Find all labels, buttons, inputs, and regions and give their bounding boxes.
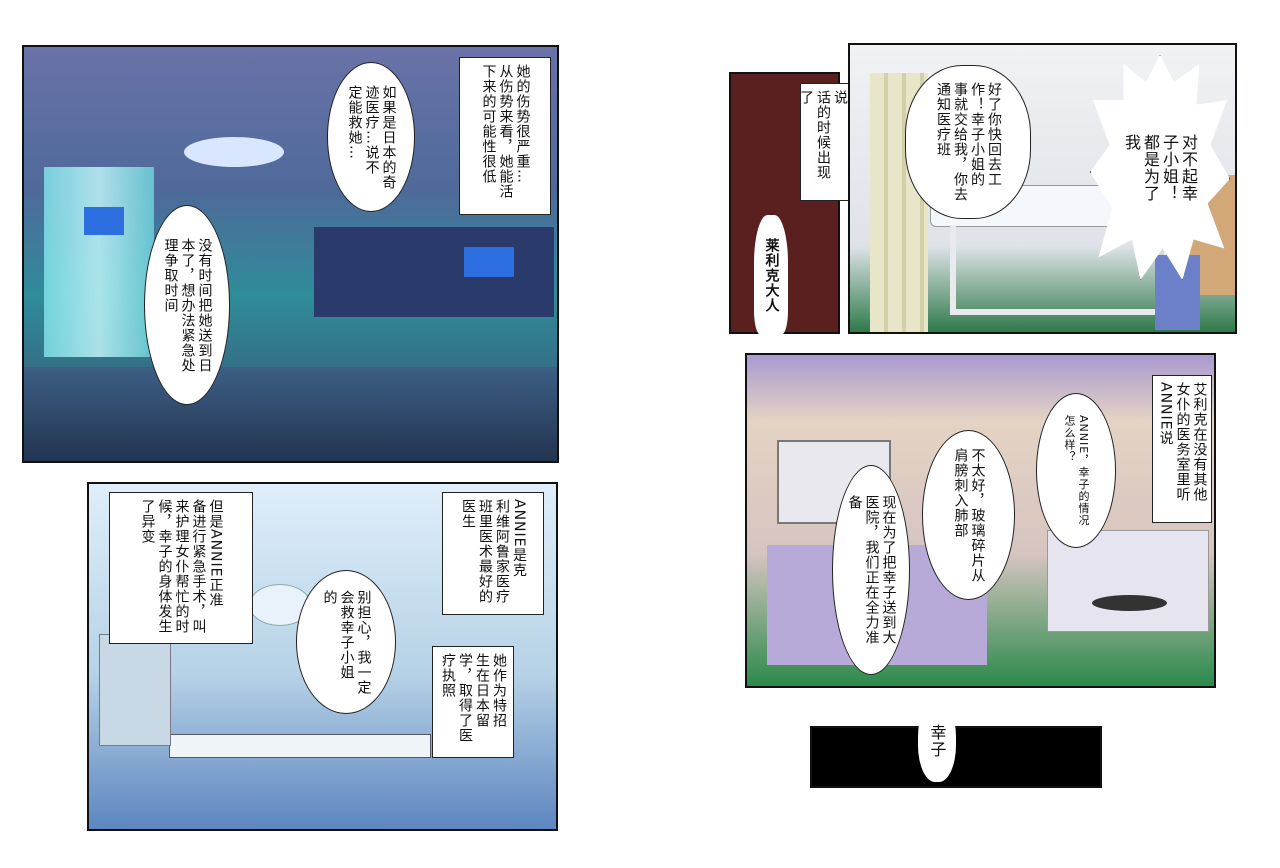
bubble-text: ANNIE，幸子的情况 怎么样？: [1063, 414, 1090, 527]
bubble-text: 不太好，玻璃碎片从 肩膀刺入肺部: [952, 447, 986, 583]
bubble-text: 对不起幸 子小姐！ 都是为了 我: [1122, 133, 1198, 202]
bubble-text: 幸子: [927, 724, 947, 758]
speech-bubble: 如果是日本的奇 迹医疗…说不 定能救她…: [327, 62, 415, 212]
operating-table: [169, 734, 431, 758]
bubble-text: 别担心，我一定 会救幸子小姐 的: [321, 589, 372, 695]
ceiling-light: [184, 137, 284, 167]
speech-bubble: 没有时间把她送到日 本了，想办法紧急处 理争取时间: [144, 205, 230, 405]
console-screen: [464, 247, 514, 277]
bubble-text: 如果是日本的奇 迹医疗…说不 定能救她…: [346, 84, 397, 190]
panel-hospital-bed: 好了你快回去工 作！幸子小姐的 事就交给我，你去 通知医疗班 对不起幸 子小姐！…: [848, 43, 1237, 334]
panel-operating-room: 但是ANNIE正准 备进行紧急手术，叫 来护理女仆帮忙的时 候，幸子的身体发生 …: [87, 482, 558, 831]
caption-text: 她的伤势很严重… 从伤势来看，她能活 下来的可能性很低: [480, 64, 531, 199]
caption-box: 艾利克在没有其他 女仆的医务室里听 ANNIE说: [1152, 375, 1212, 523]
bubble-text: 没有时间把她送到日 本了，想办法紧急处 理争取时间: [162, 237, 213, 373]
panel-black-bar: [810, 726, 1102, 788]
shout-text: 莱利克大人: [763, 237, 780, 313]
caption-box: 她的伤势很严重… 从伤势来看，她能活 下来的可能性很低: [459, 57, 551, 215]
floor: [24, 367, 557, 461]
caption-box: 她作为特招 生在日本留 学，取得了医 疗执照: [432, 646, 514, 758]
caption-box: ANNIE是克 利维阿鲁家医疗 班里医术最好的 医生: [442, 492, 544, 615]
caption-text: 但是ANNIE正准 备进行紧急手术，叫 来护理女仆帮忙的时 候，幸子的身体发生 …: [139, 499, 224, 634]
glass-pillar: [44, 167, 154, 357]
speech-bubble: 别担心，我一定 会救幸子小姐 的: [296, 570, 396, 714]
console-screen: [84, 207, 124, 235]
speech-bubble: 现在为了把幸子送到大 医院，我们正在全力准 备: [832, 465, 910, 675]
stool: [1092, 595, 1167, 611]
console: [314, 227, 554, 317]
speech-bubble: 幸子: [918, 700, 956, 782]
caption-box: 但是ANNIE正准 备进行紧急手术，叫 来护理女仆帮忙的时 候，幸子的身体发生 …: [109, 492, 253, 644]
surgical-lamp: [249, 584, 311, 626]
caption-text: ANNIE是克 利维阿鲁家医疗 班里医术最好的 医生: [460, 499, 527, 604]
speech-bubble: 不太好，玻璃碎片从 肩膀刺入肺部: [922, 430, 1015, 600]
speech-bubble: ANNIE，幸子的情况 怎么样？: [1036, 393, 1116, 548]
bubble-text: 现在为了把幸子送到大 医院，我们正在全力准 备: [846, 495, 897, 645]
bubble-text: 好了你快回去工 作！幸子小姐的 事就交给我，你去 通知医疗班: [935, 82, 1002, 202]
shout-bubble: 莱利克大人: [754, 215, 788, 335]
caption-text: 艾利克在没有其他 女仆的医务室里听 ANNIE说: [1157, 382, 1208, 502]
panel-infirmary: 艾利克在没有其他 女仆的医务室里听 ANNIE说 ANNIE，幸子的情况 怎么样…: [745, 353, 1216, 688]
speech-bubble: 好了你快回去工 作！幸子小姐的 事就交给我，你去 通知医疗班: [905, 65, 1031, 219]
caption-text: 她作为特招 生在日本留 学，取得了医 疗执照: [440, 653, 507, 743]
wall-panel: [99, 634, 171, 746]
panel-lab: 她的伤势很严重… 从伤势来看，她能活 下来的可能性很低 如果是日本的奇 迹医疗……: [22, 45, 559, 463]
